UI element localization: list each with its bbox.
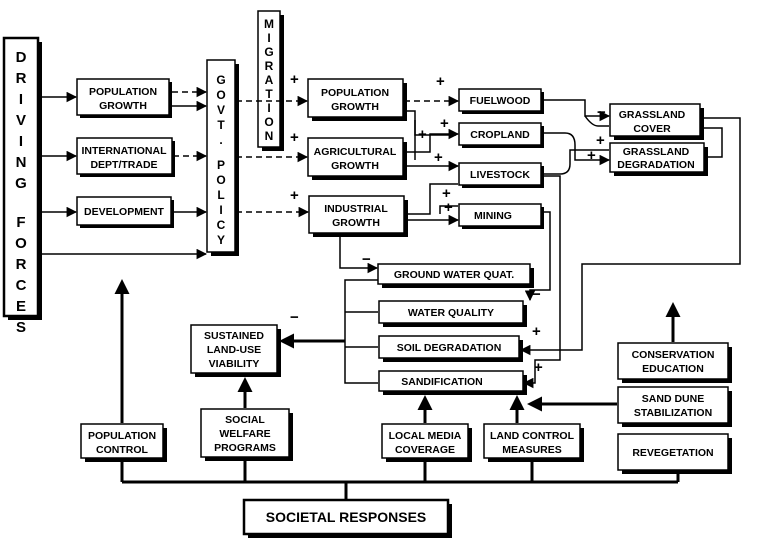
population-growth-label-2b: GROWTH: [331, 101, 379, 113]
social-welfare-label-c: PROGRAMS: [214, 442, 276, 454]
population-control-box: POPULATION CONTROL: [80, 423, 167, 462]
plus-sign: +: [434, 149, 443, 166]
polarity-signs: + + + + + + + + + − + + − − + + −: [290, 71, 606, 376]
soil-degradation-label: SOIL DEGRADATION: [397, 342, 502, 354]
minus-sign: −: [362, 251, 371, 268]
plus-sign: +: [444, 199, 453, 216]
development-box: DEVELOPMENT: [76, 196, 174, 228]
fuelwood-box: FUELWOOD: [458, 88, 544, 114]
international-trade-box: INTERNATIONAL DEPT/TRADE: [76, 137, 175, 177]
sustained-viability-box: SUSTAINED LAND-USE VIABILITY: [190, 324, 281, 377]
plus-sign: +: [290, 129, 299, 146]
local-media-label: LOCAL MEDIA: [389, 430, 462, 442]
land-control-label-b: MEASURES: [502, 444, 562, 456]
sustained-label: SUSTAINED: [204, 330, 264, 342]
population-growth-box-1: POPULATION GROWTH: [76, 78, 172, 118]
sustained-label-b: LAND-USE: [207, 344, 261, 356]
population-control-label: POPULATION: [88, 430, 156, 442]
connectors: [38, 86, 741, 500]
industrial-growth-box: INDUSTRIAL GROWTH: [308, 195, 408, 237]
livestock-box: LIVESTOCK: [458, 162, 544, 188]
water-quality-label: WATER QUALITY: [408, 307, 494, 319]
population-growth-label-2: POPULATION: [321, 87, 389, 99]
land-control-box: LAND CONTROL MEASURES: [483, 423, 584, 462]
societal-responses-box: SOCIETAL RESPONSES: [242, 498, 452, 538]
population-control-label-b: CONTROL: [96, 444, 148, 456]
agricultural-growth-label-b: GROWTH: [331, 160, 379, 172]
ground-water-box: GROUND WATER QUAT.: [377, 263, 534, 288]
plus-sign: +: [436, 73, 445, 90]
conservation-label: CONSERVATION: [632, 349, 715, 361]
fuelwood-label: FUELWOOD: [470, 95, 531, 107]
cropland-box: CROPLAND: [458, 122, 544, 148]
plus-sign: +: [596, 132, 605, 149]
agricultural-growth-label: AGRICULTURAL: [314, 146, 397, 158]
plus-sign: +: [418, 126, 427, 143]
plus-sign: +: [290, 187, 299, 204]
development-label: DEVELOPMENT: [84, 206, 165, 218]
population-growth-label-1: POPULATION: [89, 86, 157, 98]
minus-sign: −: [290, 309, 299, 326]
population-growth-label-1b: GROWTH: [99, 100, 147, 112]
social-welfare-box: SOCIAL WELFARE PROGRAMS: [200, 408, 293, 461]
conservation-label-b: EDUCATION: [642, 363, 704, 375]
population-growth-box-2: POPULATION GROWTH: [307, 78, 407, 121]
social-welfare-label: SOCIAL: [225, 414, 265, 426]
grassland-degradation-box: GRASSLAND DEGRADATION: [609, 142, 708, 176]
industrial-growth-label: INDUSTRIAL: [324, 203, 388, 215]
mining-label: MINING: [474, 210, 512, 222]
cropland-label: CROPLAND: [470, 129, 530, 141]
plus-sign: +: [534, 359, 543, 376]
plus-sign: +: [587, 147, 596, 164]
plus-sign: +: [442, 185, 451, 202]
ground-water-label: GROUND WATER QUAT.: [394, 269, 514, 281]
plus-sign: +: [440, 115, 449, 132]
agricultural-growth-box: AGRICULTURAL GROWTH: [307, 137, 407, 180]
conservation-box: CONSERVATION EDUCATION: [617, 342, 732, 383]
international-label: INTERNATIONAL: [82, 145, 168, 157]
minus-sign: −: [532, 286, 541, 303]
sand-dune-box: SAND DUNE STABILIZATION: [617, 386, 732, 427]
minus-sign: −: [597, 104, 606, 121]
plus-sign: +: [532, 323, 541, 340]
social-welfare-label-b: WELFARE: [219, 428, 270, 440]
mining-box: MINING: [458, 203, 544, 229]
water-quality-box: WATER QUALITY: [378, 300, 527, 327]
grassland-degradation-label: GRASSLAND: [623, 146, 690, 158]
sandification-label: SANDIFICATION: [401, 376, 482, 388]
sustained-label-c: VIABILITY: [209, 358, 260, 370]
grassland-cover-box: GRASSLAND COVER: [609, 103, 704, 140]
grassland-degradation-label-b: DEGRADATION: [617, 159, 694, 171]
revegetation-box: REVEGETATION: [617, 433, 732, 474]
sand-dune-label: SAND DUNE: [642, 393, 704, 405]
sandification-box: SANDIFICATION: [378, 370, 527, 395]
revegetation-label: REVEGETATION: [632, 447, 713, 459]
livestock-label: LIVESTOCK: [470, 169, 530, 181]
grassland-cover-label-b: COVER: [633, 123, 671, 135]
soil-degradation-box: SOIL DEGRADATION: [378, 335, 523, 362]
sand-dune-label-b: STABILIZATION: [634, 407, 712, 419]
societal-responses-label: SOCIETAL RESPONSES: [266, 509, 427, 525]
grassland-cover-label: GRASSLAND: [619, 109, 686, 121]
local-media-box: LOCAL MEDIA COVERAGE: [381, 423, 472, 462]
international-label-b: DEPT/TRADE: [90, 159, 157, 171]
industrial-growth-label-b: GROWTH: [332, 217, 380, 229]
local-media-label-b: COVERAGE: [395, 444, 455, 456]
land-control-label: LAND CONTROL: [490, 430, 575, 442]
plus-sign: +: [290, 71, 299, 88]
